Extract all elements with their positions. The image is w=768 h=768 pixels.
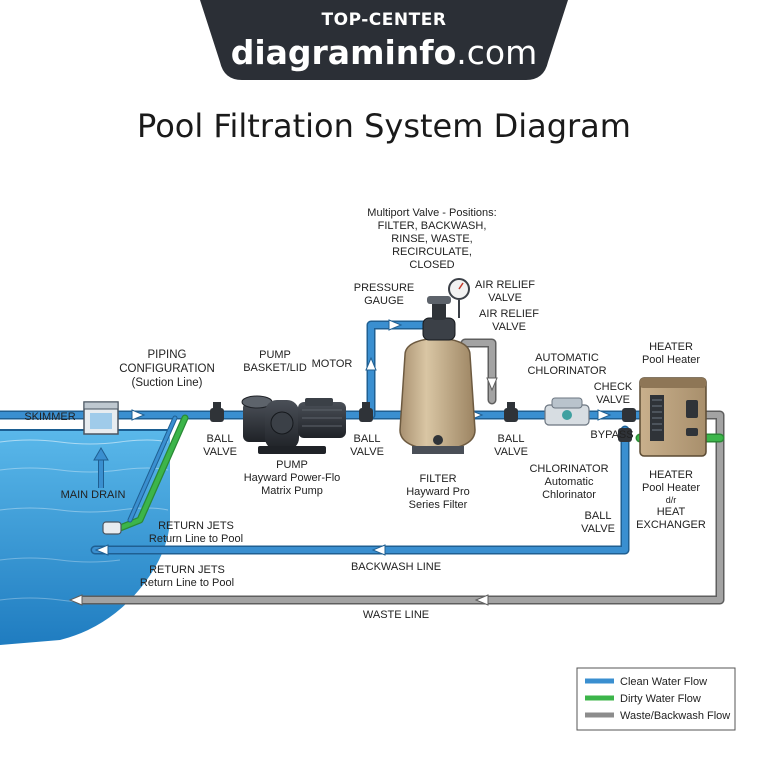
motor-label: MOTOR bbox=[312, 358, 353, 370]
site-banner[interactable]: TOP-CENTER diagraminfo.com bbox=[200, 0, 568, 80]
return-jets-line bbox=[116, 414, 189, 532]
backwash-line-label: BACKWASH LINE bbox=[351, 561, 441, 573]
svg-text:Dirty Water Flow: Dirty Water Flow bbox=[620, 693, 701, 705]
filter-top-loop bbox=[366, 320, 440, 420]
pool bbox=[0, 429, 170, 645]
waste-line-label: WASTE LINE bbox=[363, 609, 429, 621]
ball-valve-3[interactable] bbox=[504, 402, 518, 422]
banner-subtitle: TOP-CENTER bbox=[322, 10, 447, 30]
ball-valve-1[interactable] bbox=[210, 402, 224, 422]
legend-item-dirty: Dirty Water Flow bbox=[585, 693, 701, 705]
pressure-gauge bbox=[448, 278, 470, 318]
svg-text:Clean Water Flow: Clean Water Flow bbox=[620, 676, 707, 688]
page-title: Pool Filtration System Diagram bbox=[137, 107, 631, 145]
return-line bbox=[90, 425, 630, 555]
heater bbox=[639, 377, 707, 457]
legend: Clean Water Flow Dirty Water Flow Waste/… bbox=[576, 667, 736, 731]
ball-valve-4[interactable] bbox=[618, 428, 632, 442]
svg-text:Multiport Valve - Positions:FI: Multiport Valve - Positions:FILTER, BACK… bbox=[367, 207, 496, 271]
multiport-label: Multiport Valve - Positions:FILTER, BACK… bbox=[367, 207, 496, 271]
filter-tank bbox=[399, 296, 476, 454]
skimmer bbox=[83, 401, 119, 435]
skimmer-label: SKIMMER bbox=[24, 411, 75, 423]
chlorinator bbox=[544, 397, 590, 426]
legend-item-clean: Clean Water Flow bbox=[585, 676, 707, 688]
ball-valve-2[interactable] bbox=[359, 402, 373, 422]
check-valve[interactable] bbox=[622, 408, 636, 422]
main-drain-pipe bbox=[93, 447, 109, 488]
banner-site-name: diagraminfo.com bbox=[231, 33, 538, 72]
return-jet-fitting bbox=[102, 521, 122, 535]
legend-item-waste: Waste/Backwash Flow bbox=[585, 710, 730, 722]
bypass-label: BYPASS bbox=[590, 429, 633, 441]
main-drain-label: MAIN DRAIN bbox=[61, 489, 126, 501]
pump bbox=[241, 395, 346, 454]
svg-text:Waste/Backwash Flow: Waste/Backwash Flow bbox=[620, 710, 730, 722]
